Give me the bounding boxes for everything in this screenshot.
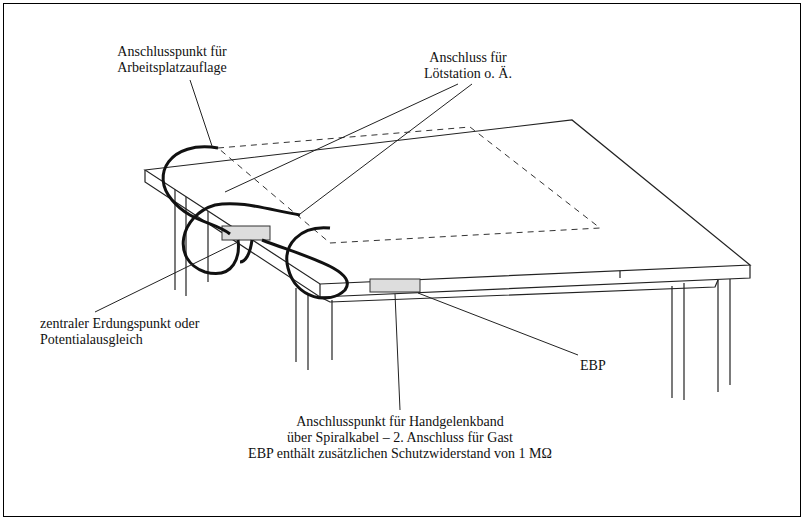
leader-lines — [95, 80, 578, 410]
cables — [163, 147, 347, 298]
note-line: EBP enthält zusätzlichen Schutzwiderstan… — [248, 446, 552, 462]
callout-label: Anschluss für Lötstation o. Ä. — [414, 50, 522, 82]
frame — [4, 4, 801, 517]
ebp-box — [370, 279, 420, 292]
note-line: über Spiralkabel – 2. Anschluss für Gast — [287, 430, 513, 446]
note-line: Anschlusspunkt für Handgelenkband — [296, 414, 504, 430]
callout-label: EBP — [580, 358, 606, 374]
table — [145, 120, 750, 400]
callout-label: Anschlusspunkt für Arbeitsplatzauflage — [106, 44, 238, 76]
callout-label: zentraler Erdungspunkt oder Potentialaus… — [40, 316, 200, 348]
mat-outline — [218, 127, 600, 243]
